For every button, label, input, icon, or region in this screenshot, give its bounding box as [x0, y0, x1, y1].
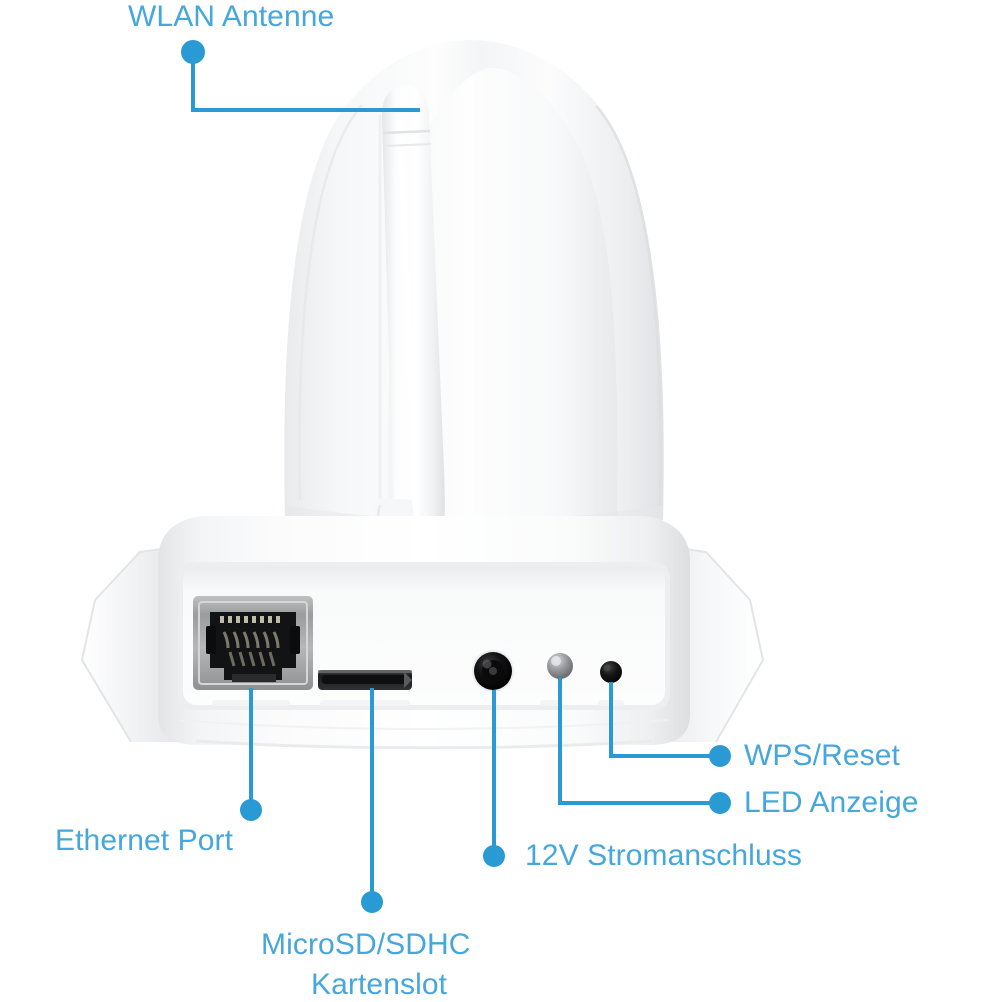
status-led — [547, 653, 573, 679]
callout-label-led-anzeige: LED Anzeige — [744, 786, 919, 819]
callout-label-stromanschluss: 12V Stromanschluss — [525, 839, 802, 872]
rj45-ethernet-jack — [193, 596, 313, 690]
callout-dot-microsd-kartenslot[interactable] — [361, 891, 383, 913]
camera-dome-head — [284, 40, 664, 536]
callout-dot-wlan-antenne[interactable] — [181, 40, 205, 64]
base-left-wing — [82, 546, 183, 742]
callout-dot-led-anzeige[interactable] — [709, 792, 731, 814]
leader-line-power — [492, 690, 496, 858]
leader-line-microsd — [370, 688, 374, 904]
leader-line-wlan-vertical — [191, 52, 195, 112]
callout-dot-wps-reset[interactable] — [709, 745, 731, 767]
callout-dot-stromanschluss[interactable] — [483, 845, 505, 867]
leader-line-wps-horizontal — [609, 754, 722, 758]
wps-reset-button — [600, 661, 622, 683]
microsd-card-slot — [318, 670, 412, 690]
leader-line-led-vertical — [558, 678, 562, 805]
leader-line-wlan-horizontal — [191, 108, 420, 112]
leader-line-ethernet — [249, 688, 253, 812]
callout-dot-ethernet-port[interactable] — [240, 799, 262, 821]
callout-label-microsd-kartenslot-line1: MicroSD/SDHC — [261, 928, 471, 961]
dc-power-jack — [472, 650, 514, 692]
leader-line-led-horizontal — [558, 801, 722, 805]
leader-line-wps-vertical — [609, 682, 613, 758]
callout-label-ethernet-port: Ethernet Port — [55, 824, 234, 857]
callout-label-wps-reset: WPS/Reset — [744, 739, 900, 772]
callout-label-microsd-kartenslot-line2: Kartenslot — [311, 968, 448, 1001]
callout-label-wlan-antenne: WLAN Antenne — [128, 0, 335, 33]
